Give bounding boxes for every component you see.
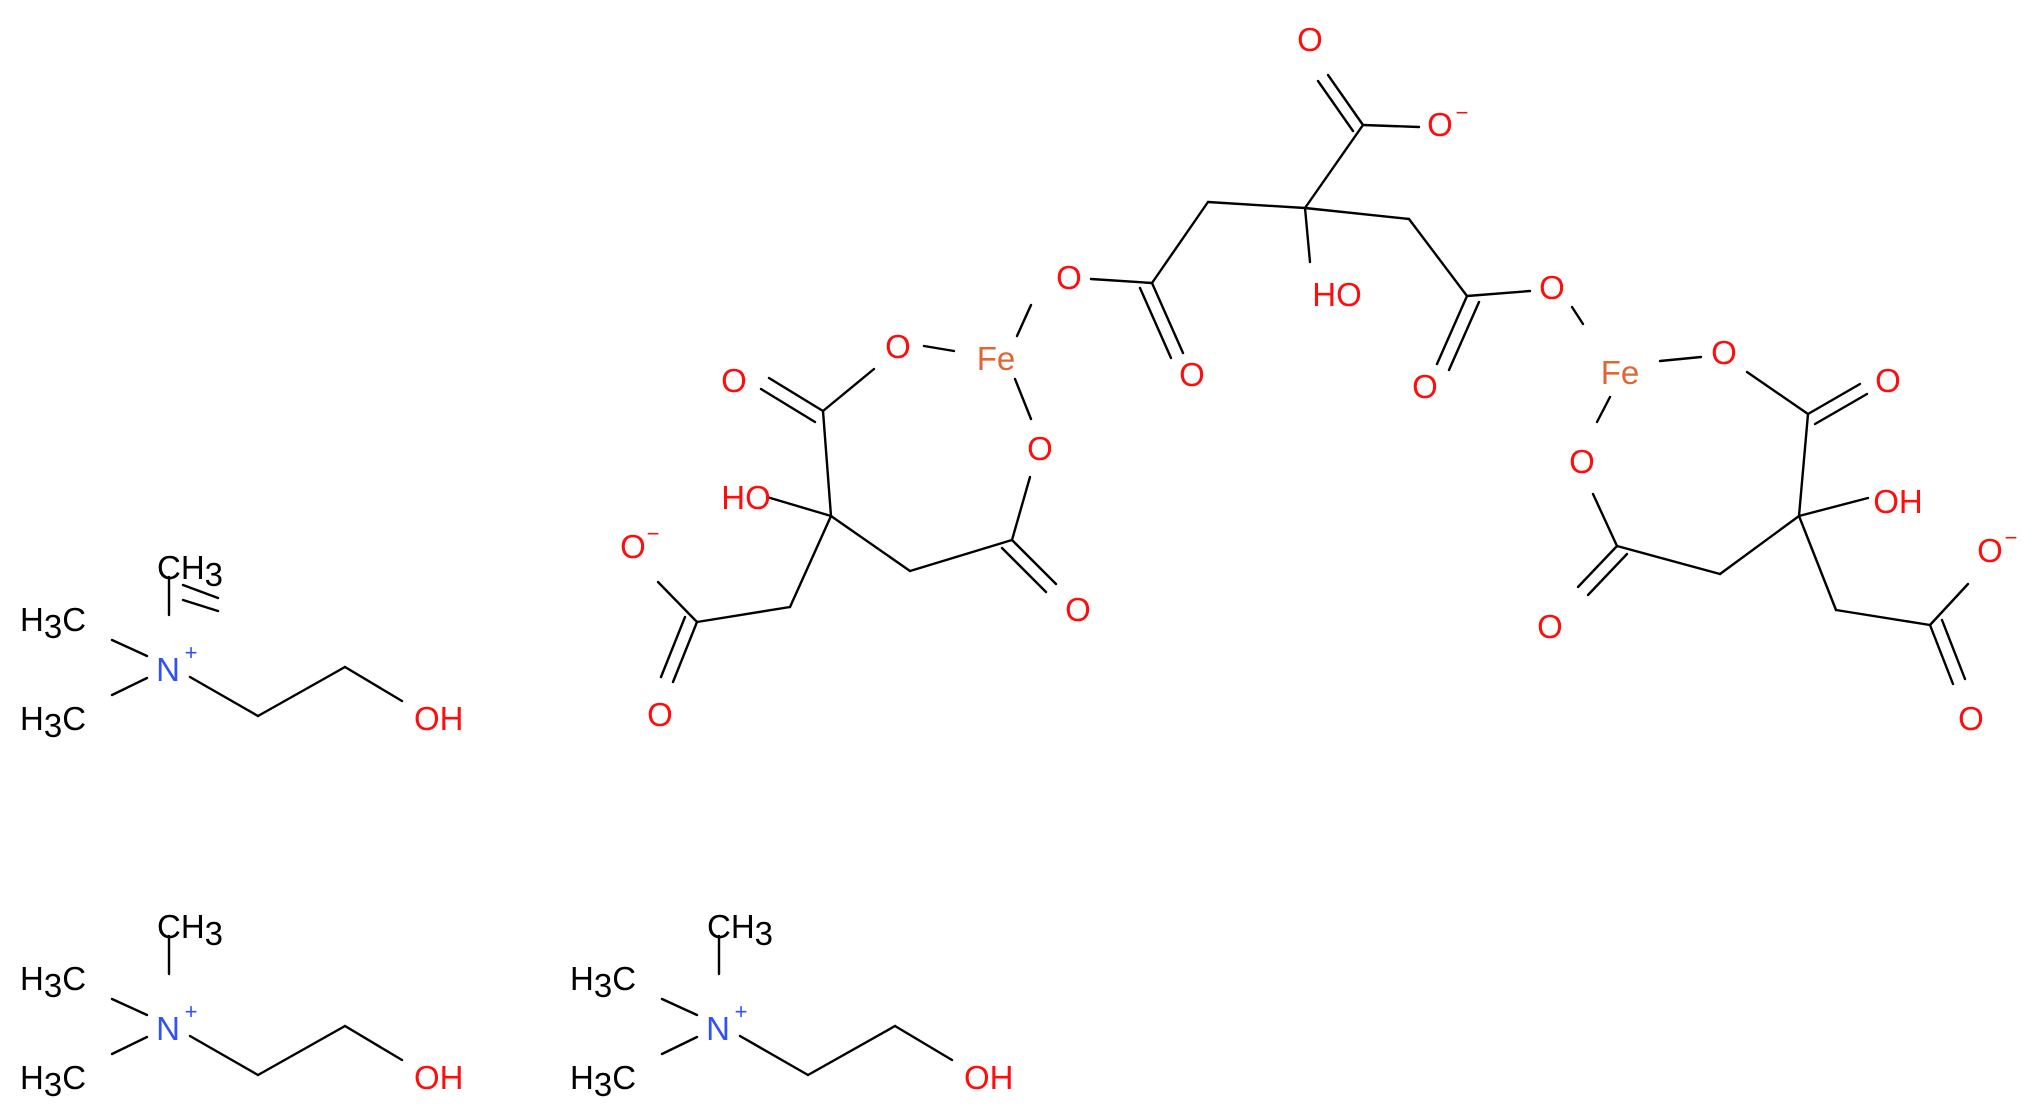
methyl-group: H3C — [20, 700, 86, 744]
methyl-group: CH3 — [157, 908, 223, 952]
oxygen-atom: O — [1569, 443, 1595, 480]
oxygen-atom: O — [721, 362, 747, 399]
svg-text:H3C: H3C — [20, 700, 86, 744]
iron-atom: Fe — [977, 340, 1016, 377]
oxygen-atom: O — [1977, 532, 2003, 569]
nitrogen-atom: N — [156, 1010, 180, 1047]
svg-text:H3C: H3C — [20, 601, 86, 645]
methyl-group: H3C — [20, 960, 86, 1004]
methyl-group: H3C — [20, 601, 86, 645]
oxygen-atom: O — [885, 328, 911, 365]
oxygen-atom: O — [1537, 608, 1563, 645]
methyl-group: CH3 — [707, 908, 773, 952]
oxygen-atom: O — [1297, 21, 1323, 58]
hydroxyl-group: HO — [721, 479, 771, 516]
svg-text:H3C: H3C — [20, 960, 86, 1004]
oxygen-atom: O — [1711, 334, 1737, 371]
oxygen-atom: O — [1875, 362, 1901, 399]
svg-text:H3C: H3C — [570, 960, 636, 1004]
hydroxyl-group: OH — [1873, 483, 1923, 520]
svg-text:CH3: CH3 — [157, 908, 223, 952]
bond-lines — [110, 73, 1970, 1077]
atom-labels: O O − HO O O O O Fe O O O HO O O − O Fe … — [20, 21, 2017, 1103]
oxygen-atom: O — [1539, 269, 1565, 306]
charge-minus: − — [2005, 525, 2018, 550]
charge-plus: + — [185, 999, 198, 1024]
svg-text:CH3: CH3 — [157, 549, 223, 593]
charge-plus: + — [185, 640, 198, 665]
charge-plus: + — [735, 999, 748, 1024]
hydroxyl-group: OH — [964, 1059, 1014, 1096]
hydroxyl-group: OH — [414, 700, 464, 737]
charge-minus: − — [647, 521, 660, 546]
nitrogen-atom: N — [706, 1010, 730, 1047]
methyl-group: H3C — [570, 1059, 636, 1103]
nitrogen-atom: N — [156, 651, 180, 688]
hydroxyl-group: HO — [1312, 276, 1362, 313]
oxygen-atom: O — [1427, 106, 1453, 143]
hydroxyl-group: OH — [414, 1059, 464, 1096]
svg-text:H3C: H3C — [570, 1059, 636, 1103]
oxygen-atom: O — [1958, 700, 1984, 737]
iron-atom: Fe — [1601, 354, 1640, 391]
methyl-group: H3C — [570, 960, 636, 1004]
oxygen-atom: O — [1065, 591, 1091, 628]
oxygen-atom: O — [1056, 259, 1082, 296]
svg-text:H3C: H3C — [20, 1059, 86, 1103]
svg-text:CH3: CH3 — [707, 908, 773, 952]
oxygen-atom: O — [620, 528, 646, 565]
oxygen-atom: O — [1412, 368, 1438, 405]
oxygen-atom: O — [1027, 430, 1053, 467]
oxygen-atom: O — [1179, 356, 1205, 393]
oxygen-atom: O — [647, 696, 673, 733]
methyl-group: H3C — [20, 1059, 86, 1103]
methyl-group: CH3 — [157, 549, 223, 593]
charge-minus: − — [1456, 100, 1469, 125]
